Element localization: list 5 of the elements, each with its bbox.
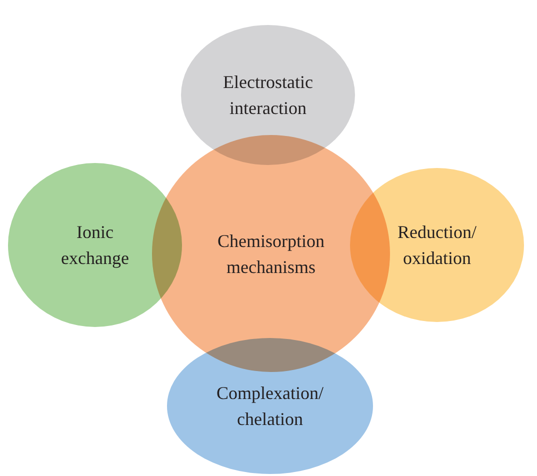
node-label: Complexation/ chelation — [216, 382, 324, 431]
node-label: Chemisorption mechanisms — [216, 230, 326, 278]
node-label: Ionic exchange — [60, 221, 130, 270]
node-label: Reduction/ oxidation — [396, 221, 478, 270]
node-label: Electrostatic interaction — [222, 71, 314, 120]
